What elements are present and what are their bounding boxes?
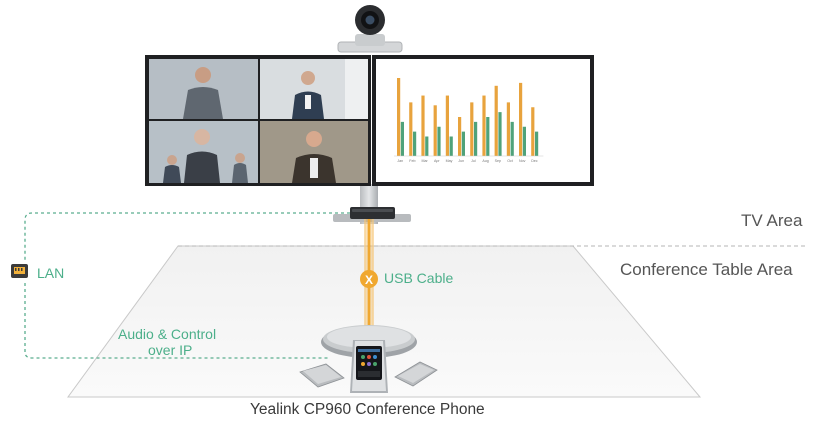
participant-face [194,129,210,145]
screen-bar-orange [458,117,462,156]
screen-month-label: Oct [507,159,513,163]
screen-bar-orange [506,102,510,156]
screen-bar-green [425,136,429,156]
screen-month-label: Apr [434,159,440,163]
screen-bar-orange [470,102,474,156]
conference-table-area-label: Conference Table Area [620,260,793,279]
usb-cable-label: USB Cable [384,270,454,286]
screen-month-label: Jan [397,159,403,163]
wireless-mic-right [394,361,438,387]
screen-bar-green [510,121,514,156]
screen-month-label: Mar [421,159,428,163]
tv-area-label: TV Area [741,211,803,230]
screen-bar-orange [531,107,535,156]
usb-marker-circle [360,270,378,288]
screen-month-label: Sep [495,159,501,163]
lan-port-icon [11,264,28,278]
hub-box [350,207,395,219]
screen-bar-orange [409,102,413,156]
wireless-mic-left [299,363,345,388]
screen-bar-green [437,126,441,156]
screen-month-label: Aug [482,159,488,163]
screen-month-label: Feb [409,159,415,163]
screen-bar-green [486,117,490,156]
screen-month-label: Dec [531,159,538,163]
audio-control-label-line1: Audio & Control [118,326,217,342]
audio-control-label-line2: over IP [148,342,193,358]
screen-bar-green [400,121,404,156]
device-caption: Yealink CP960 Conference Phone [250,401,485,418]
screen-bar-green [413,131,417,156]
screen-bar-green [474,121,478,156]
video-call-grid [149,59,368,183]
screen-bar-orange [433,105,437,156]
usb-marker-label: X [365,273,373,287]
screen-bar-green [449,136,453,156]
screen-month-label: Jun [458,159,464,163]
participant-body [183,87,223,119]
lan-label: LAN [37,265,65,281]
screen-bar-green [461,131,465,156]
conference-table-floor [67,245,702,398]
screen-month-label: May [446,159,453,163]
screen-bar-orange [482,95,486,156]
cp960-conference-phone [321,325,417,393]
participant-face [195,67,211,83]
screen-month-label: Jul [471,159,476,163]
camera-device [337,5,403,53]
screen-bar-green [522,126,526,156]
screen-bar-orange [397,78,401,156]
screen-bar-green [498,112,502,156]
lan-connection-line [24,212,350,359]
screen-bar-orange [494,85,498,156]
participant-face [306,131,322,147]
participant-body [184,151,220,183]
screen-month-label: Nov [519,159,526,163]
screen-bar-orange [445,95,449,156]
screen-bar-green [535,131,539,156]
screen-bar-orange [519,82,523,156]
screen-bar-orange [421,95,425,156]
screen-bar-chart: Jan Feb Mar Apr May Jun Jul Aug Sep Oct Nov Dec [394,78,544,163]
participant-face [301,71,315,85]
